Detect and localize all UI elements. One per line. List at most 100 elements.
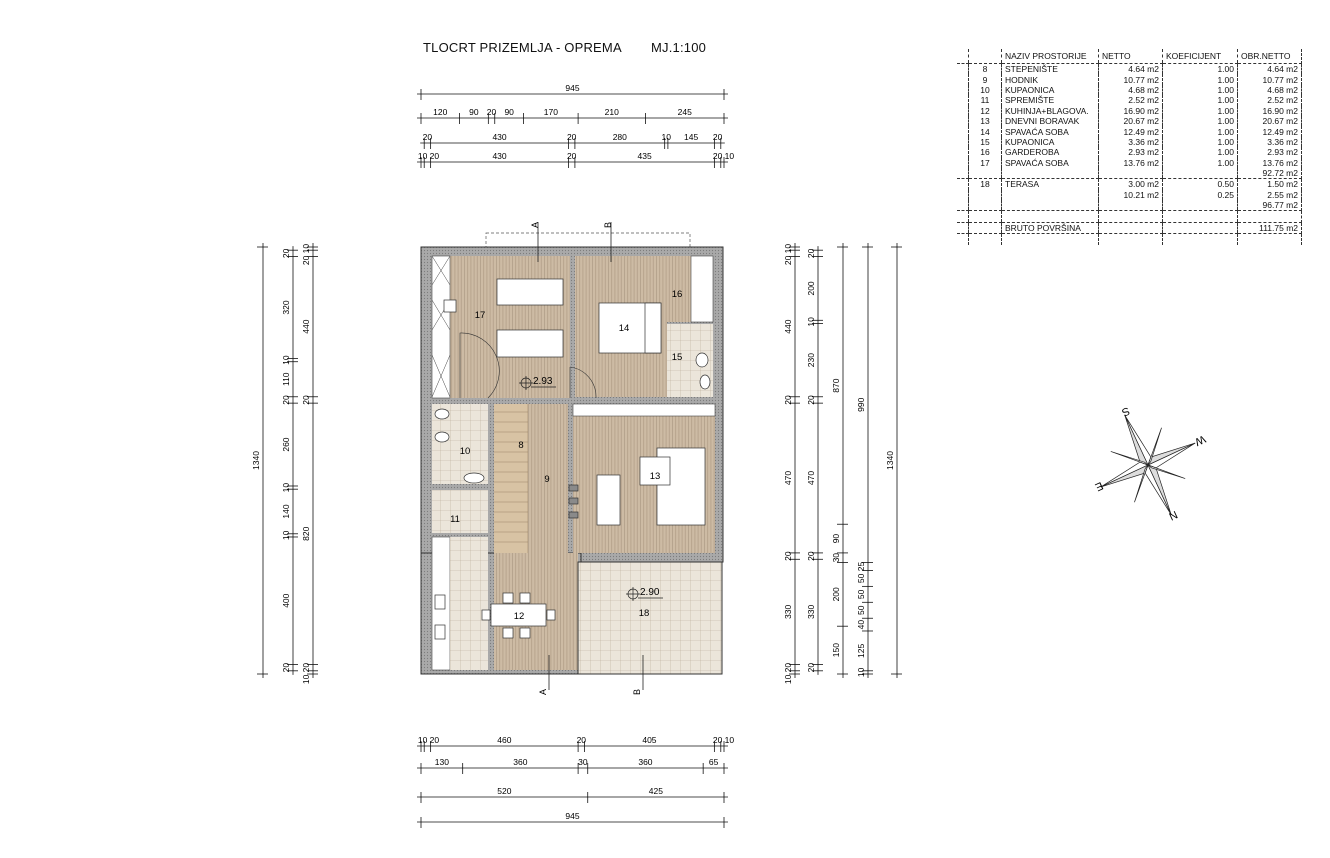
coffee-table — [639, 456, 671, 486]
dimension-label: 20 — [487, 107, 497, 117]
room-number: 15 — [968, 136, 1002, 148]
spacer-cell — [957, 126, 969, 136]
dimension-label: 360 — [638, 757, 652, 767]
netto-area: 12.49 m2 — [1098, 126, 1163, 137]
coefficient: 1.00 — [1162, 115, 1238, 127]
room-name: DNEVNI BORAVAK — [1001, 115, 1099, 127]
dimension-label: 25 — [856, 561, 866, 571]
dimension-label: 10 — [856, 667, 866, 677]
netto-area: 4.64 m2 — [1098, 63, 1163, 75]
cooktop — [434, 624, 446, 640]
section-b-bottom: B — [632, 689, 642, 695]
room-label-8: 8 — [518, 440, 523, 451]
dimension-label: 280 — [613, 132, 627, 142]
dimension-label: 400 — [281, 593, 291, 607]
spacer-cell — [957, 85, 969, 95]
dimension-label: 210 — [605, 107, 619, 117]
coefficient: 1.00 — [1162, 105, 1238, 116]
room-name: KUPAONICA — [1001, 84, 1099, 96]
dimension-label: 20 — [301, 663, 311, 673]
dimension-label: 20 — [783, 395, 793, 405]
dimension-label: 10 — [281, 530, 291, 540]
dimension-label: 245 — [678, 107, 692, 117]
netto-area: 2.93 m2 — [1098, 147, 1163, 158]
coefficient: 0.25 — [1162, 189, 1238, 201]
obr-netto-area: 20.67 m2 — [1237, 115, 1302, 127]
armchair — [596, 474, 621, 526]
dimension-label: 120 — [433, 107, 447, 117]
dimension-label: 430 — [492, 151, 506, 161]
dimension-label: 20 — [713, 132, 723, 142]
bidet — [434, 431, 450, 443]
furniture — [434, 278, 711, 640]
room-label-18: 18 — [639, 608, 650, 619]
netto-area: 2.52 m2 — [1098, 95, 1163, 106]
dimension-label: 140 — [281, 504, 291, 518]
roof-overhang-outline — [485, 232, 691, 248]
dimension-label: 150 — [831, 643, 841, 657]
level-marker-icon — [519, 376, 663, 601]
room-number: 17 — [968, 157, 1002, 168]
spacer-cell — [957, 137, 969, 147]
dimension-label: 10 — [725, 735, 735, 745]
compass-w: W — [1192, 432, 1207, 448]
dimension-label: 945 — [565, 811, 579, 821]
dimension-label: 425 — [649, 786, 663, 796]
room-name: TERASA — [1001, 178, 1099, 190]
dimension-label: 230 — [806, 353, 816, 367]
dimension-label: 125 — [856, 644, 866, 658]
spacer-cell — [957, 74, 969, 84]
dimension-label: 10 — [281, 355, 291, 365]
dimension-label: 20 — [713, 151, 723, 161]
dimension-label: 10 — [418, 735, 428, 745]
obr-netto-area: 1.50 m2 — [1237, 178, 1302, 190]
compass-e: E — [1093, 479, 1105, 493]
netto-area: 3.00 m2 — [1098, 178, 1163, 190]
table-header-row: NAZIV PROSTORIJE NETTO KOEFICIJENT OBR.N… — [957, 49, 1302, 64]
room-number: 9 — [968, 74, 1002, 85]
room-label-16: 16 — [672, 289, 683, 300]
dimension-label: 20 — [783, 551, 793, 561]
room-label-15: 15 — [672, 352, 683, 363]
dimension-label: 520 — [497, 786, 511, 796]
dimension-label: 10 — [783, 244, 793, 254]
obr-netto-area: 10.77 m2 — [1237, 74, 1302, 85]
toilet — [434, 408, 450, 420]
subtotal-2: 96.77 m2 — [1237, 200, 1302, 212]
dimension-label: 110 — [281, 372, 291, 386]
coefficient: 1.00 — [1162, 84, 1238, 96]
room-label-9: 9 — [544, 474, 549, 485]
dimension-label: 20 — [301, 395, 311, 405]
room-name: HODNIK — [1001, 74, 1099, 85]
dimension-label: 870 — [831, 378, 841, 392]
room-name: KUHINJA+BLAGOVA. — [1001, 105, 1099, 116]
compass-s: S — [1120, 404, 1132, 418]
netto-area: 4.68 m2 — [1098, 84, 1163, 96]
dimension-label: 990 — [856, 397, 866, 411]
spacer-cell — [957, 116, 969, 126]
room-number: 8 — [968, 63, 1002, 75]
dimension-label: 440 — [783, 319, 793, 333]
bed — [496, 278, 564, 306]
dimension-label: 20 — [713, 735, 723, 745]
room-number: 13 — [968, 115, 1002, 127]
room-label-11: 11 — [450, 514, 460, 525]
dimension-label: 20 — [281, 663, 291, 673]
netto-area: 3.36 m2 — [1098, 136, 1163, 148]
dimension-label: 200 — [831, 587, 841, 601]
coefficient: 1.00 — [1162, 74, 1238, 85]
obr-netto-area: 16.90 m2 — [1237, 105, 1302, 116]
spacer-cell — [957, 95, 969, 105]
dimension-label: 90 — [831, 534, 841, 544]
dimension-label: 50 — [856, 605, 866, 615]
coefficient: 1.00 — [1162, 126, 1238, 137]
netto-area: 10.21 m2 — [1098, 189, 1163, 201]
dimension-label: 20 — [806, 663, 816, 673]
dimension-label: 470 — [783, 471, 793, 485]
dimension-label: 1340 — [251, 451, 261, 470]
